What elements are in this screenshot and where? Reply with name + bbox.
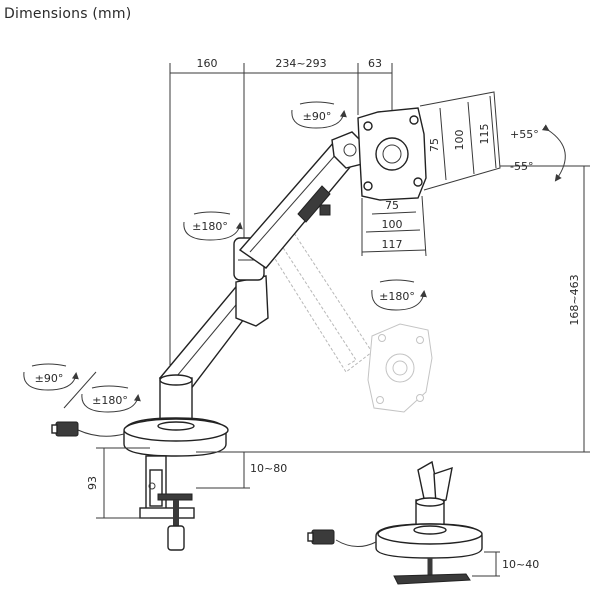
rotation-arm	[183, 211, 243, 241]
grommet-mount	[307, 460, 483, 585]
dim-10-80-label: 10~80	[250, 462, 287, 475]
dim-160-label: 160	[197, 57, 218, 70]
rotation-base-bottom-label: ±180°	[92, 394, 128, 407]
dim-v100-label: 100	[453, 130, 466, 151]
rotation-arm-label: ±180°	[192, 220, 228, 233]
rotation-base-bottom	[81, 385, 141, 413]
dim-v75-label: 75	[428, 138, 441, 152]
ghost-arm	[261, 229, 433, 413]
vesa-horizontal-dimensions	[361, 195, 427, 257]
clamp-depth-dimension	[96, 447, 150, 519]
rotation-base-top	[23, 363, 79, 391]
diagram-title: Dimensions (mm)	[4, 6, 132, 22]
tilt-indicator	[541, 124, 566, 182]
pole-base	[123, 374, 229, 457]
rotation-top-label: ±90°	[303, 110, 332, 123]
dim-63-label: 63	[368, 57, 382, 70]
top-dimension-lines	[169, 63, 393, 365]
tilt-up-label: +55°	[510, 128, 539, 141]
desk-clamp	[139, 455, 195, 551]
rotation-base-top-label: ±90°	[35, 372, 64, 385]
vesa-plate	[357, 107, 427, 201]
clamp-range-dimension	[196, 451, 250, 489]
grommet-dimension	[472, 551, 500, 577]
rotation-plate-label: ±180°	[379, 290, 415, 303]
dim-h117-label: 117	[382, 238, 403, 251]
base-rotation-divider	[63, 371, 97, 409]
dim-height-label: 168~463	[568, 274, 581, 325]
cable-plug	[51, 421, 125, 437]
dim-10-40-label: 10~40	[502, 558, 539, 571]
vesa-vertical-dimensions	[419, 91, 501, 191]
dim-v115-label: 115	[478, 124, 491, 145]
dim-h100-label: 100	[382, 218, 403, 231]
tilt-down-label: -55°	[510, 160, 533, 173]
rotation-top	[291, 101, 347, 129]
rotation-plate	[371, 279, 427, 311]
dim-h75-label: 75	[385, 199, 399, 212]
dim-93-label: 93	[86, 476, 99, 490]
dim-234-293-label: 234~293	[275, 57, 326, 70]
main-arm	[158, 131, 367, 391]
